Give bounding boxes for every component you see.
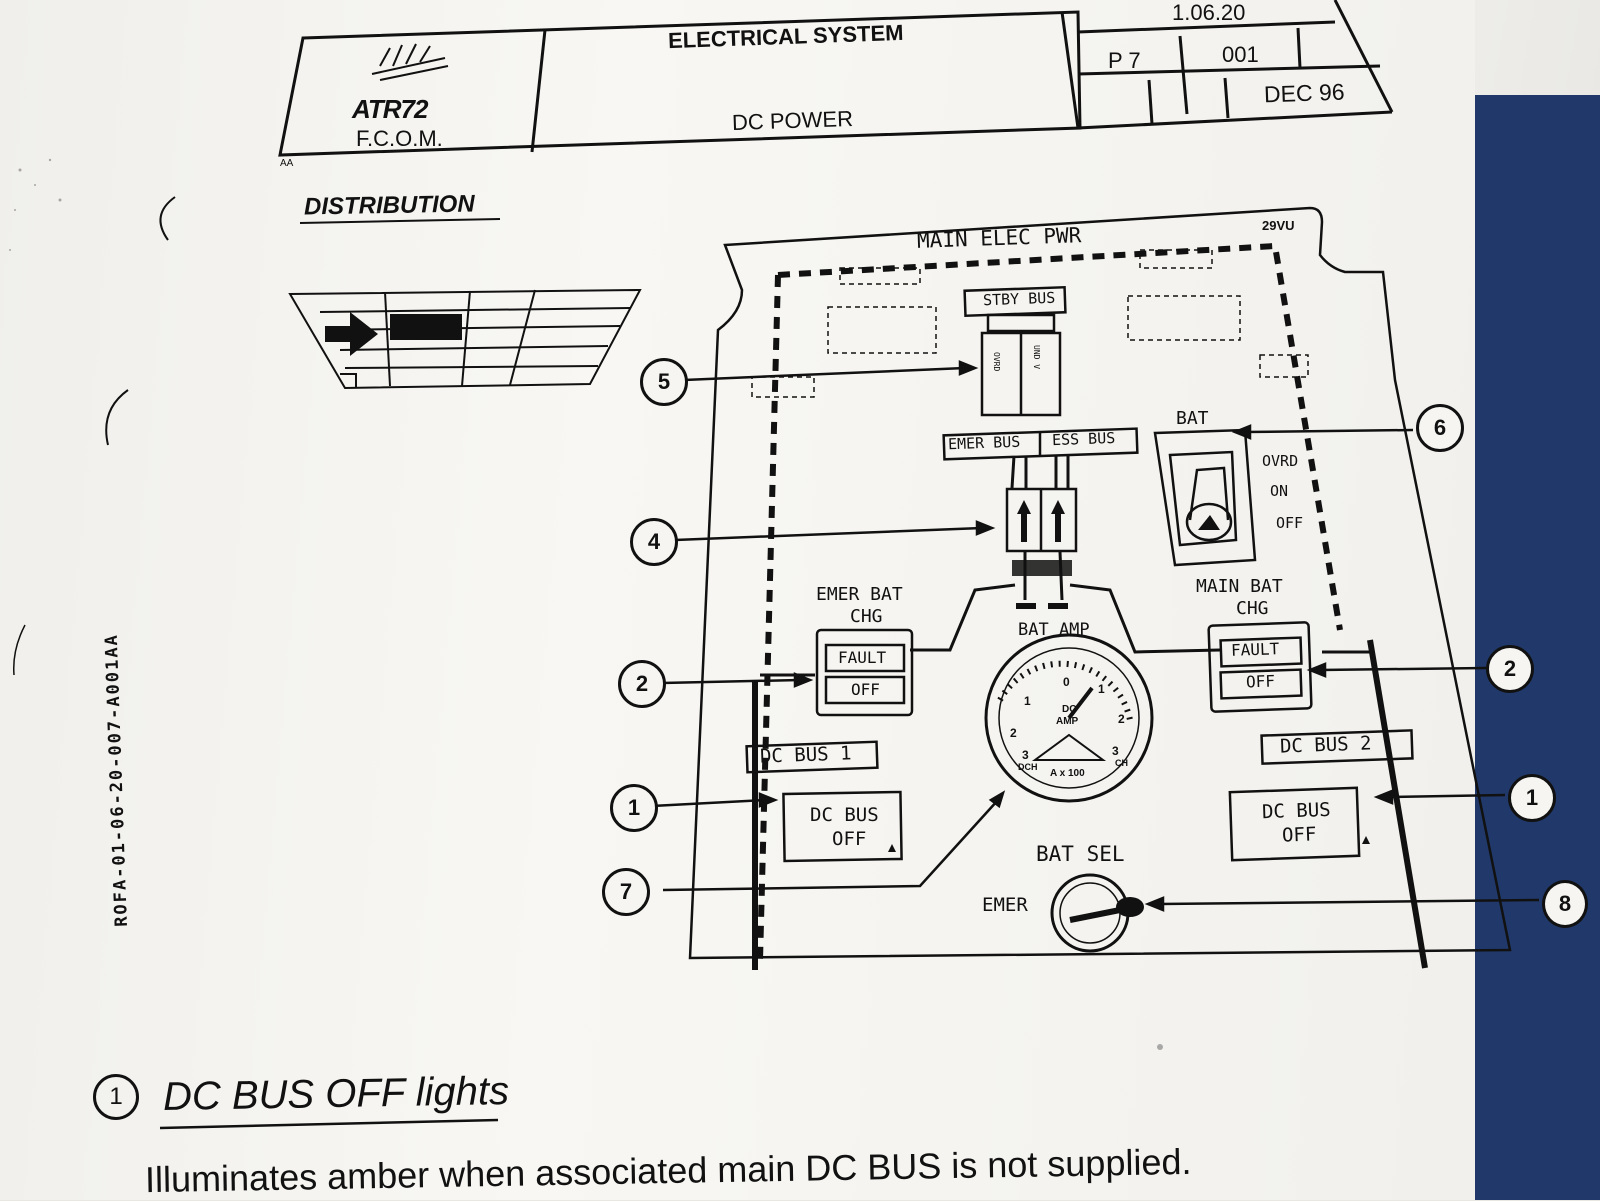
bat-off-label: OFF <box>1276 514 1304 532</box>
gauge-scale: A x 100 <box>1050 768 1085 779</box>
dc-bus-2-off-light[interactable]: DC BUS <box>1261 798 1332 824</box>
gauge-label-dc: DC <box>1062 704 1077 715</box>
callout-6: 6 <box>1416 404 1464 452</box>
header-code: AA <box>280 158 294 169</box>
header-section: DC POWER <box>731 105 854 136</box>
panel-id: 29VU <box>1262 218 1295 233</box>
dc-bus-1-label: DC BUS 1 <box>759 742 852 768</box>
bat-amp-label: BAT AMP <box>1018 620 1090 640</box>
atr-logo-mark <box>371 43 449 81</box>
distribution-title: DISTRIBUTION <box>303 190 475 221</box>
emer-chg-fault-light[interactable]: FAULT <box>838 648 887 667</box>
header-ref: 1.06.20 <box>1172 0 1246 25</box>
dc-bus-1-off-light-off[interactable]: OFF <box>832 828 867 850</box>
bat-sel-emer: EMER <box>982 894 1028 916</box>
atr-logo: ATR72 <box>352 94 428 124</box>
main-bat-chg-label-2: CHG <box>1236 598 1269 619</box>
callout-2-right: 2 <box>1486 645 1534 693</box>
item-1-title: DC BUS OFF lights <box>162 1068 510 1120</box>
gauge-tick-dch3: 3 <box>1022 748 1029 762</box>
main-bat-chg-label: MAIN BAT <box>1196 576 1283 597</box>
bat-switch-graphic <box>1153 428 1257 567</box>
callout-4: 4 <box>630 518 678 566</box>
overhead-panel-thumbnail <box>288 288 642 390</box>
bat-on-label: ON <box>1270 482 1289 500</box>
header-date: DEC 96 <box>1263 78 1345 108</box>
bat-label: BAT <box>1176 408 1209 429</box>
gauge-tick-ch3: 3 <box>1112 744 1119 758</box>
gauge-label-amp: AMP <box>1056 716 1079 727</box>
desk-edge <box>1450 95 1600 1200</box>
gauge-ch: CH <box>1115 758 1128 768</box>
stby-switch-undv: UND V <box>1032 345 1041 370</box>
dc-bus-1-off-light[interactable]: DC BUS <box>810 804 879 826</box>
callout-leaders <box>651 360 1540 912</box>
callout-5: 5 <box>640 358 688 406</box>
stby-switch-ovrd: OVRD <box>992 352 1001 372</box>
emer-bus-label: EMER BUS <box>947 432 1021 454</box>
bat-ovrd-label: OVRD <box>1262 452 1299 470</box>
panel-outline <box>688 206 1512 960</box>
callout-1-right: 1 <box>1508 774 1556 822</box>
header-page: P 7 <box>1108 48 1141 73</box>
header-frame <box>278 0 1394 157</box>
gauge-tick-ch1: 1 <box>1098 682 1105 696</box>
item-1-number: 1 <box>93 1074 139 1120</box>
dc-bus-2-label: DC BUS 2 <box>1279 732 1372 758</box>
callout-2-left: 2 <box>618 660 666 708</box>
bat-sel-label: BAT SEL <box>1036 842 1125 866</box>
gauge-dch: DCH <box>1018 762 1038 772</box>
gauge-tick-dch1: 1 <box>1024 694 1031 708</box>
emer-bat-chg-label: EMER BAT <box>816 584 903 605</box>
emer-chg-off-light[interactable]: OFF <box>851 680 880 699</box>
gauge-tick-0: 0 <box>1063 675 1070 689</box>
main-chg-fault-light[interactable]: FAULT <box>1230 639 1280 660</box>
stby-bus-label: STBY BUS <box>982 288 1056 310</box>
gauge-tick-dch2: 2 <box>1010 726 1017 740</box>
main-chg-off-light[interactable]: OFF <box>1245 671 1276 692</box>
callout-8: 8 <box>1542 880 1588 928</box>
dc-bus-2-off-light-off[interactable]: OFF <box>1281 823 1317 847</box>
callout-7: 7 <box>602 868 650 916</box>
manual-name: F.C.O.M. <box>356 126 443 151</box>
gauge-tick-ch2: 2 <box>1118 712 1125 726</box>
dc-amp-gauge-graphic <box>984 633 1154 803</box>
manual-page <box>0 0 1475 1200</box>
header-seq: 001 <box>1222 42 1259 67</box>
callout-1-left: 1 <box>610 784 658 832</box>
emer-bat-chg-label-2: CHG <box>850 606 883 627</box>
ess-bus-label: ESS BUS <box>1051 428 1116 450</box>
